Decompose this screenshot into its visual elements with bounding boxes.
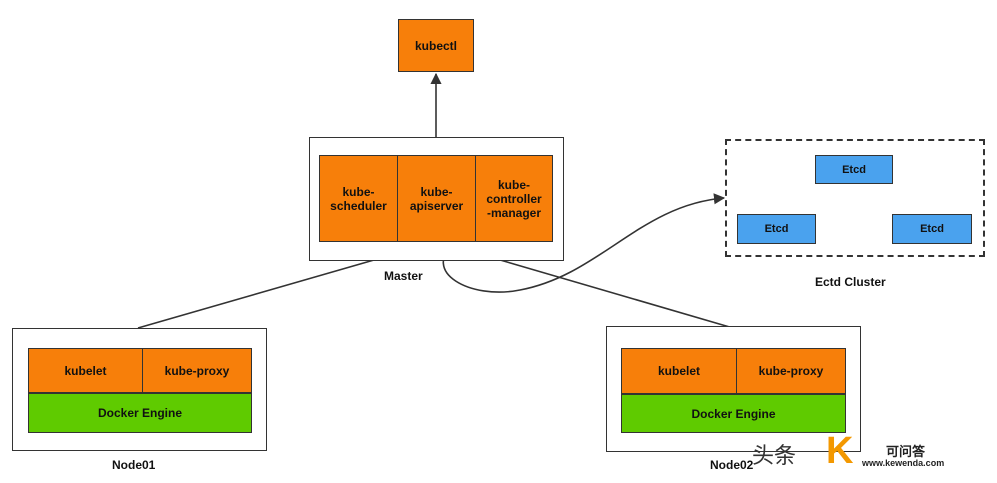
etcd-cluster-label: Ectd Cluster	[815, 275, 886, 289]
node01-kube-proxy-box: kube-proxy	[142, 348, 252, 393]
kube-controller-manager-box: kube- controller -manager	[475, 155, 553, 242]
etcd-node-left: Etcd	[737, 214, 816, 244]
watermark-site-url: www.kewenda.com	[862, 458, 945, 468]
watermark-ghost-text: 头条	[752, 444, 797, 469]
node01-docker-engine-box: Docker Engine	[28, 393, 252, 433]
node02-kubelet-box: kubelet	[621, 348, 737, 394]
master-label: Master	[384, 269, 423, 283]
kube-apiserver-box: kube- apiserver	[397, 155, 476, 242]
node01-kubelet-box: kubelet	[28, 348, 143, 393]
node01-label: Node01	[112, 458, 156, 472]
kubectl-box: kubectl	[398, 19, 474, 72]
etcd-node-right: Etcd	[892, 214, 972, 244]
node02-kube-proxy-box: kube-proxy	[736, 348, 846, 394]
apiserver-etcd-arrow	[442, 193, 726, 293]
node02-docker-engine-box: Docker Engine	[621, 394, 846, 433]
watermark-site-name: 可问答	[886, 445, 926, 460]
watermark-logo-icon: K	[826, 430, 854, 472]
kube-scheduler-box: kube- scheduler	[319, 155, 398, 242]
etcd-node-top: Etcd	[815, 155, 893, 184]
node02-label: Node02	[710, 458, 754, 472]
